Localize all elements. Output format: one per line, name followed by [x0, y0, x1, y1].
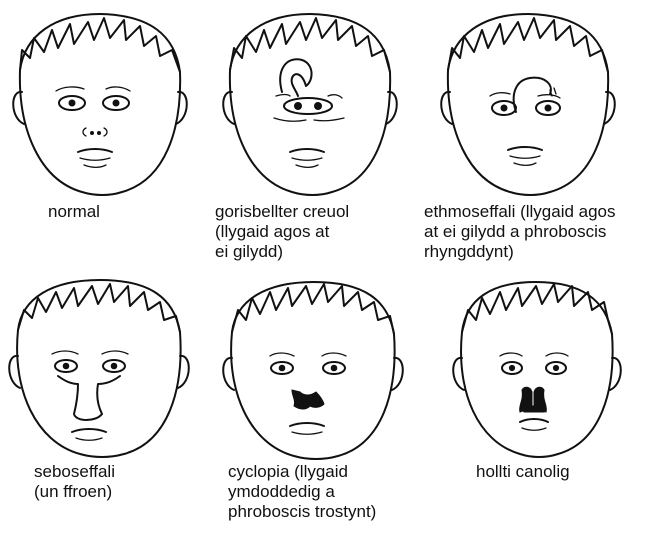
- face-hollti-drawing: [420, 270, 640, 470]
- panel-cyclopia: cyclopia (llygaid ymdoddedig a phrobosci…: [210, 270, 430, 539]
- proboscis: [280, 59, 311, 96]
- caption-hollti: hollti canolig: [476, 462, 570, 482]
- head-outline: [223, 282, 403, 459]
- panel-seboseffali: seboseffali (un ffroen): [0, 270, 220, 539]
- face-gorisbellter-drawing: [210, 0, 430, 200]
- caption-normal: normal: [48, 202, 100, 222]
- caption-seboseffali: seboseffali (un ffroen): [34, 462, 115, 502]
- mouth: [72, 429, 106, 440]
- missing-nose: [292, 390, 324, 409]
- mouth: [520, 419, 548, 430]
- panel-hollti: hollti canolig: [420, 270, 640, 539]
- head-outline: [13, 14, 187, 195]
- mouth: [78, 149, 112, 167]
- face-normal-drawing: [0, 0, 220, 200]
- nose: [83, 128, 107, 136]
- panel-ethmoseffali: ethmoseffali (llygaid agos at ei gilydd …: [420, 0, 640, 269]
- panel-gorisbellter: gorisbellter creuol (llygaid agos at ei …: [210, 0, 430, 269]
- mouth: [508, 147, 542, 165]
- close-set-eyes: [490, 93, 560, 115]
- face-cyclopia-drawing: [210, 270, 430, 470]
- eyes: [52, 351, 128, 372]
- mouth: [290, 423, 324, 434]
- face-ethmoseffali-drawing: [420, 0, 640, 200]
- median-cleft: [520, 387, 547, 412]
- caption-cyclopia: cyclopia (llygaid ymdoddedig a phrobosci…: [228, 462, 376, 522]
- close-set-eyes: [274, 95, 344, 122]
- caption-gorisbellter: gorisbellter creuol (llygaid agos at ei …: [215, 202, 349, 262]
- single-nostril-nose: [58, 376, 120, 420]
- eyes: [56, 87, 130, 110]
- head-outline: [441, 14, 615, 195]
- face-seboseffali-drawing: [0, 270, 220, 470]
- caption-ethmoseffali: ethmoseffali (llygaid agos at ei gilydd …: [424, 202, 616, 262]
- panel-normal: normal: [0, 0, 220, 269]
- mouth: [290, 149, 324, 167]
- eyes: [500, 353, 568, 374]
- eyes: [270, 353, 346, 374]
